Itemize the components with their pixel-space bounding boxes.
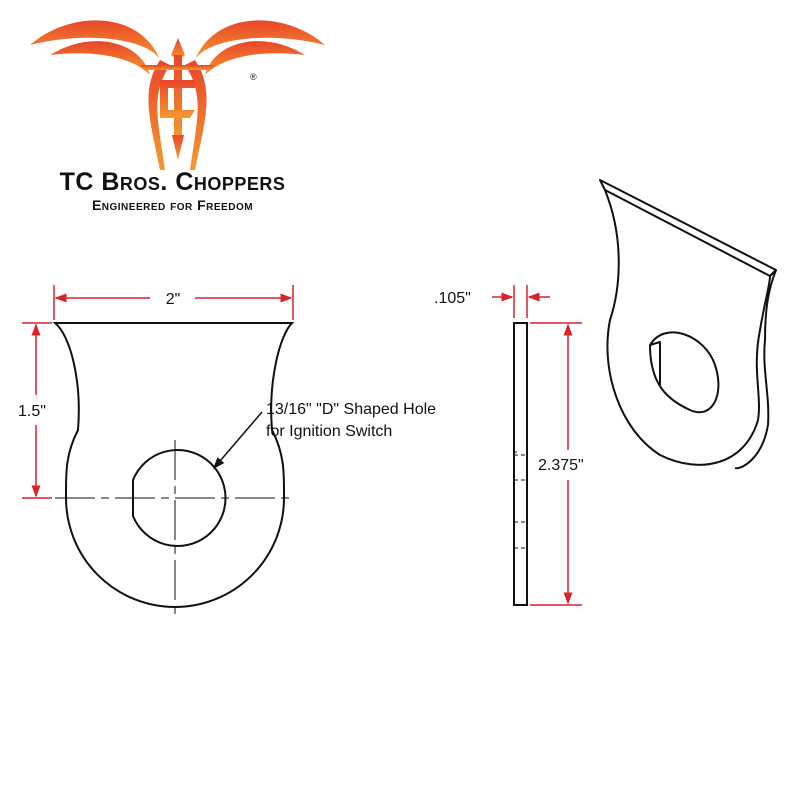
front-view	[52, 322, 295, 608]
hidden-hole-lines	[514, 454, 527, 549]
brand-tagline: Engineered for Freedom	[91, 197, 254, 213]
side-view	[513, 322, 528, 606]
length-dimension	[530, 322, 582, 606]
center-lines	[55, 440, 295, 620]
length-label: 2.375"	[538, 457, 584, 474]
height-label: 1.5"	[18, 403, 46, 420]
width-label: 2"	[166, 291, 181, 308]
thickness-label: .105"	[434, 290, 471, 307]
hole-leader	[213, 411, 263, 470]
hole-label-line1: 13/16" "D" Shaped Hole	[266, 401, 436, 418]
registered-mark: ®	[250, 72, 257, 82]
hole-label-line2: for Ignition Switch	[266, 423, 392, 440]
isometric-view	[599, 179, 777, 470]
brand-name: TC Bros. Choppers	[59, 168, 286, 196]
width-dimension	[53, 285, 294, 320]
thickness-dimension	[492, 285, 550, 318]
logo-emblem	[30, 20, 325, 170]
height-dimension	[22, 322, 52, 499]
